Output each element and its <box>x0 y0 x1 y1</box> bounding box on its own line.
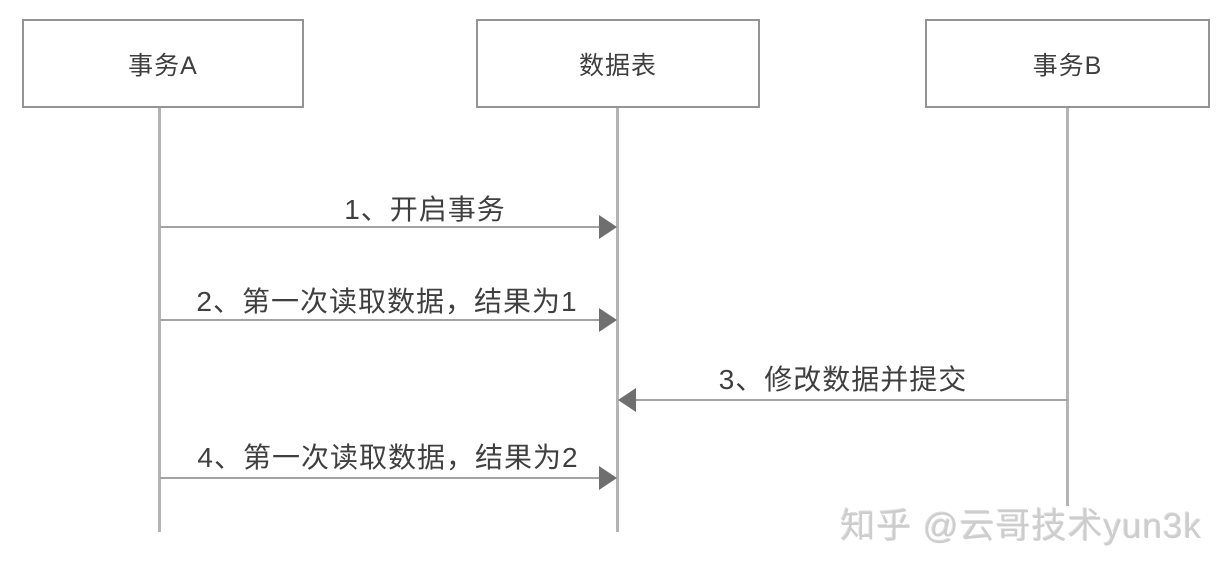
arrow-right-icon <box>599 308 617 332</box>
participant-label-data-table: 数据表 <box>578 51 657 80</box>
message-2-line <box>160 319 601 321</box>
message-3-label: 3、修改数据并提交 <box>718 364 968 395</box>
message-1-label: 1、开启事务 <box>344 194 506 225</box>
message-4-line <box>160 477 601 479</box>
participant-box-data-table: 数据表 <box>476 19 760 108</box>
arrow-right-icon <box>599 466 617 490</box>
participant-box-transaction-a: 事务A <box>22 19 304 108</box>
watermark: 知乎 @云哥技术yun3k <box>840 507 1202 546</box>
lifeline-data-table <box>616 108 619 532</box>
message-1-line <box>160 226 601 228</box>
participant-box-transaction-b: 事务B <box>925 19 1210 108</box>
arrow-right-icon <box>599 215 617 239</box>
participant-label-transaction-b: 事务B <box>1032 51 1103 80</box>
message-2-label: 2、第一次读取数据，结果为1 <box>196 286 578 317</box>
message-4-label: 4、第一次读取数据，结果为2 <box>197 442 579 473</box>
lifeline-transaction-b <box>1066 108 1069 506</box>
lifeline-transaction-a <box>158 108 161 532</box>
arrow-left-icon <box>618 388 636 412</box>
participant-label-transaction-a: 事务A <box>128 51 198 80</box>
message-3-line <box>635 399 1068 401</box>
